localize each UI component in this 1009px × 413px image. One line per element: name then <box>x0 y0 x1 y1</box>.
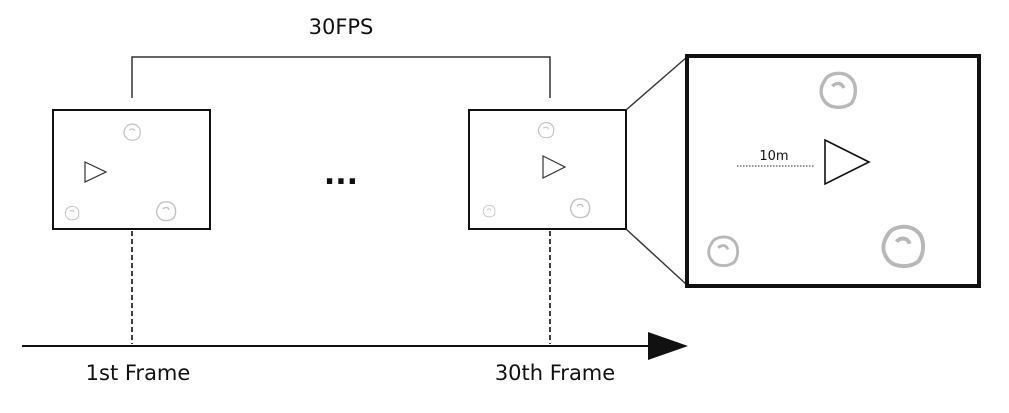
rock-icon <box>482 204 496 218</box>
agent-triangle-icon <box>824 138 871 186</box>
agent-triangle-icon <box>542 155 567 179</box>
rock-icon <box>819 71 858 110</box>
timeline-arrowhead-icon <box>648 332 688 360</box>
fps-bracket <box>131 56 551 98</box>
rock-icon <box>123 123 141 141</box>
zoom-connector-bottom <box>625 228 688 286</box>
agent-triangle-icon <box>84 161 108 183</box>
rock-icon <box>155 201 177 222</box>
rock-icon <box>537 122 555 139</box>
zoomed-frame: 10m <box>685 54 981 288</box>
thirtieth-frame-label: 30th Frame <box>495 361 615 385</box>
zoom-connector-top <box>625 56 688 111</box>
ellipsis-label: ... <box>324 157 358 192</box>
rock-icon <box>881 224 926 269</box>
first-frame <box>52 109 211 230</box>
rock-icon <box>64 205 80 221</box>
first-frame-label: 1st Frame <box>86 361 191 385</box>
rock-icon <box>707 235 740 268</box>
distance-label: 10m <box>759 149 788 164</box>
rock-icon <box>569 198 591 219</box>
thirtieth-frame <box>468 109 627 230</box>
fps-label: 30FPS <box>309 15 374 39</box>
